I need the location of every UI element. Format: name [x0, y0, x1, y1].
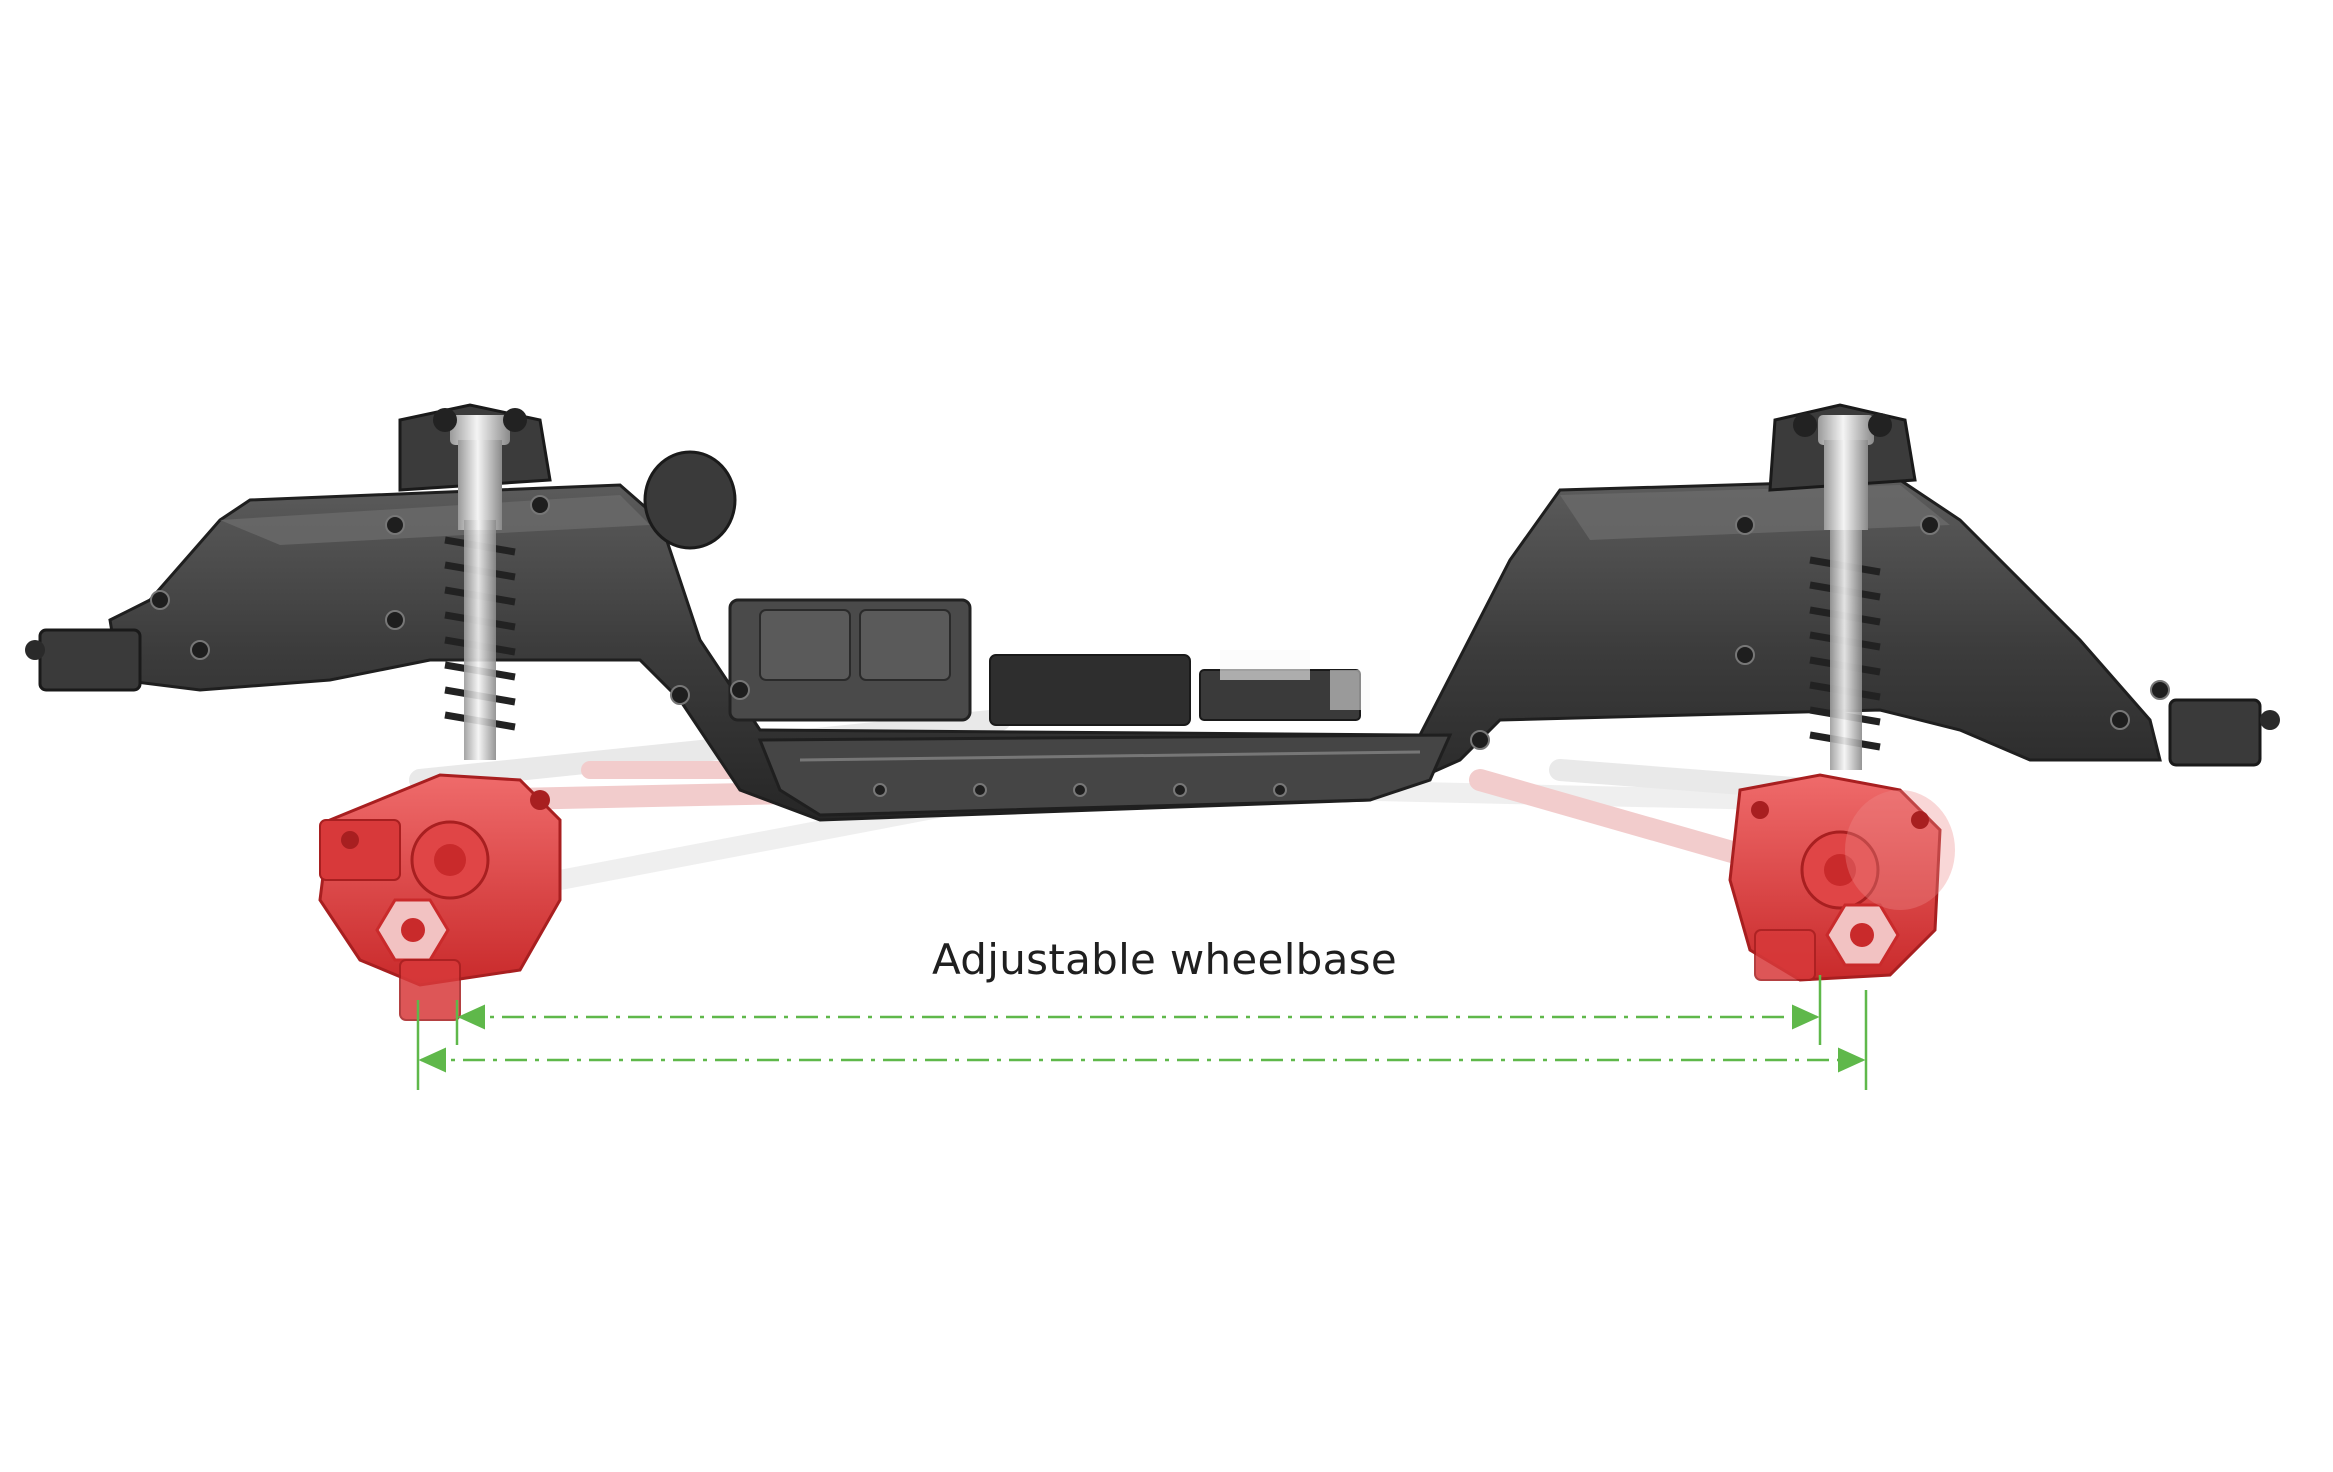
wheelbase-label: Adjustable wheelbase [0, 935, 2333, 984]
rear-shock [1768, 403, 1917, 770]
chassis-frame [25, 450, 2280, 822]
wheelbase-label-text: Adjustable wheelbase [932, 935, 1397, 984]
rear-axle-icon [1728, 773, 1955, 982]
wheelbase-dimension [416, 975, 1868, 1090]
front-shock [398, 403, 552, 760]
front-axle-icon [318, 773, 562, 1021]
